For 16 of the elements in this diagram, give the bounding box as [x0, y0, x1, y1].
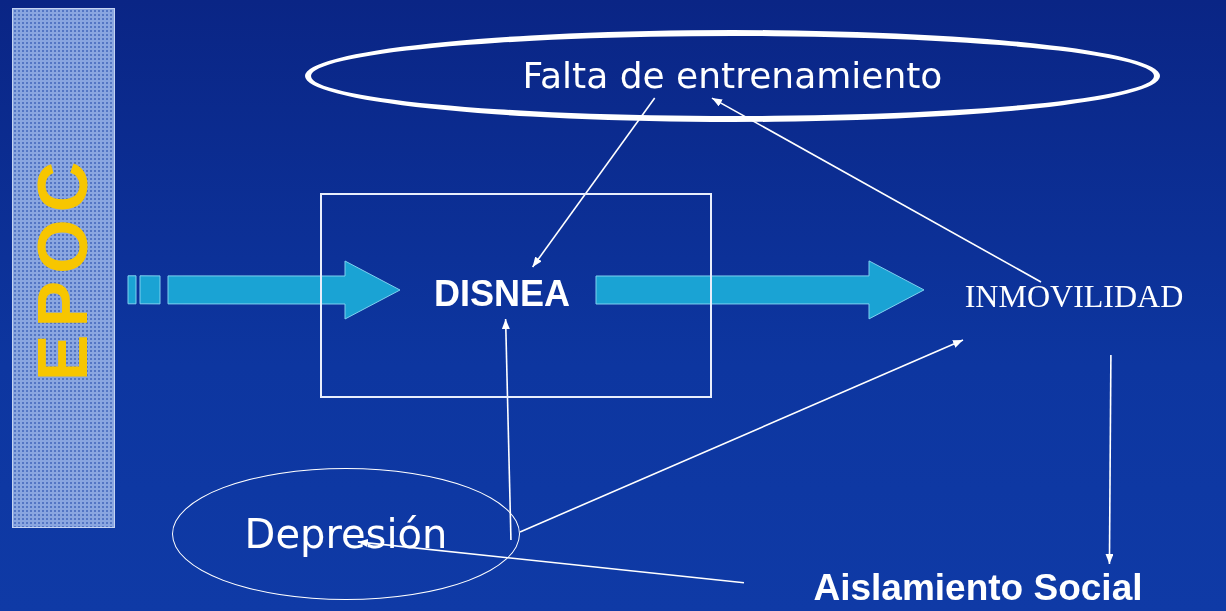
arrow	[531, 97, 656, 268]
node-text: Aislamiento Social	[766, 566, 1190, 608]
ellipse-label: Falta de entrenamiento	[522, 58, 943, 94]
arrow	[1105, 354, 1114, 565]
arrow	[501, 318, 512, 541]
node-text: DISNEA	[412, 272, 592, 316]
arrow	[357, 539, 745, 584]
vertical-banner	[12, 8, 115, 528]
block-arrow	[127, 260, 401, 320]
block-arrow	[595, 260, 925, 320]
arrow	[519, 339, 964, 533]
node-text: INMOVILIDAD	[924, 278, 1224, 314]
rectangle-frame	[320, 193, 712, 398]
arrow	[711, 97, 1042, 283]
banner-title: EPOC	[28, 154, 99, 382]
ellipse	[305, 30, 1160, 122]
